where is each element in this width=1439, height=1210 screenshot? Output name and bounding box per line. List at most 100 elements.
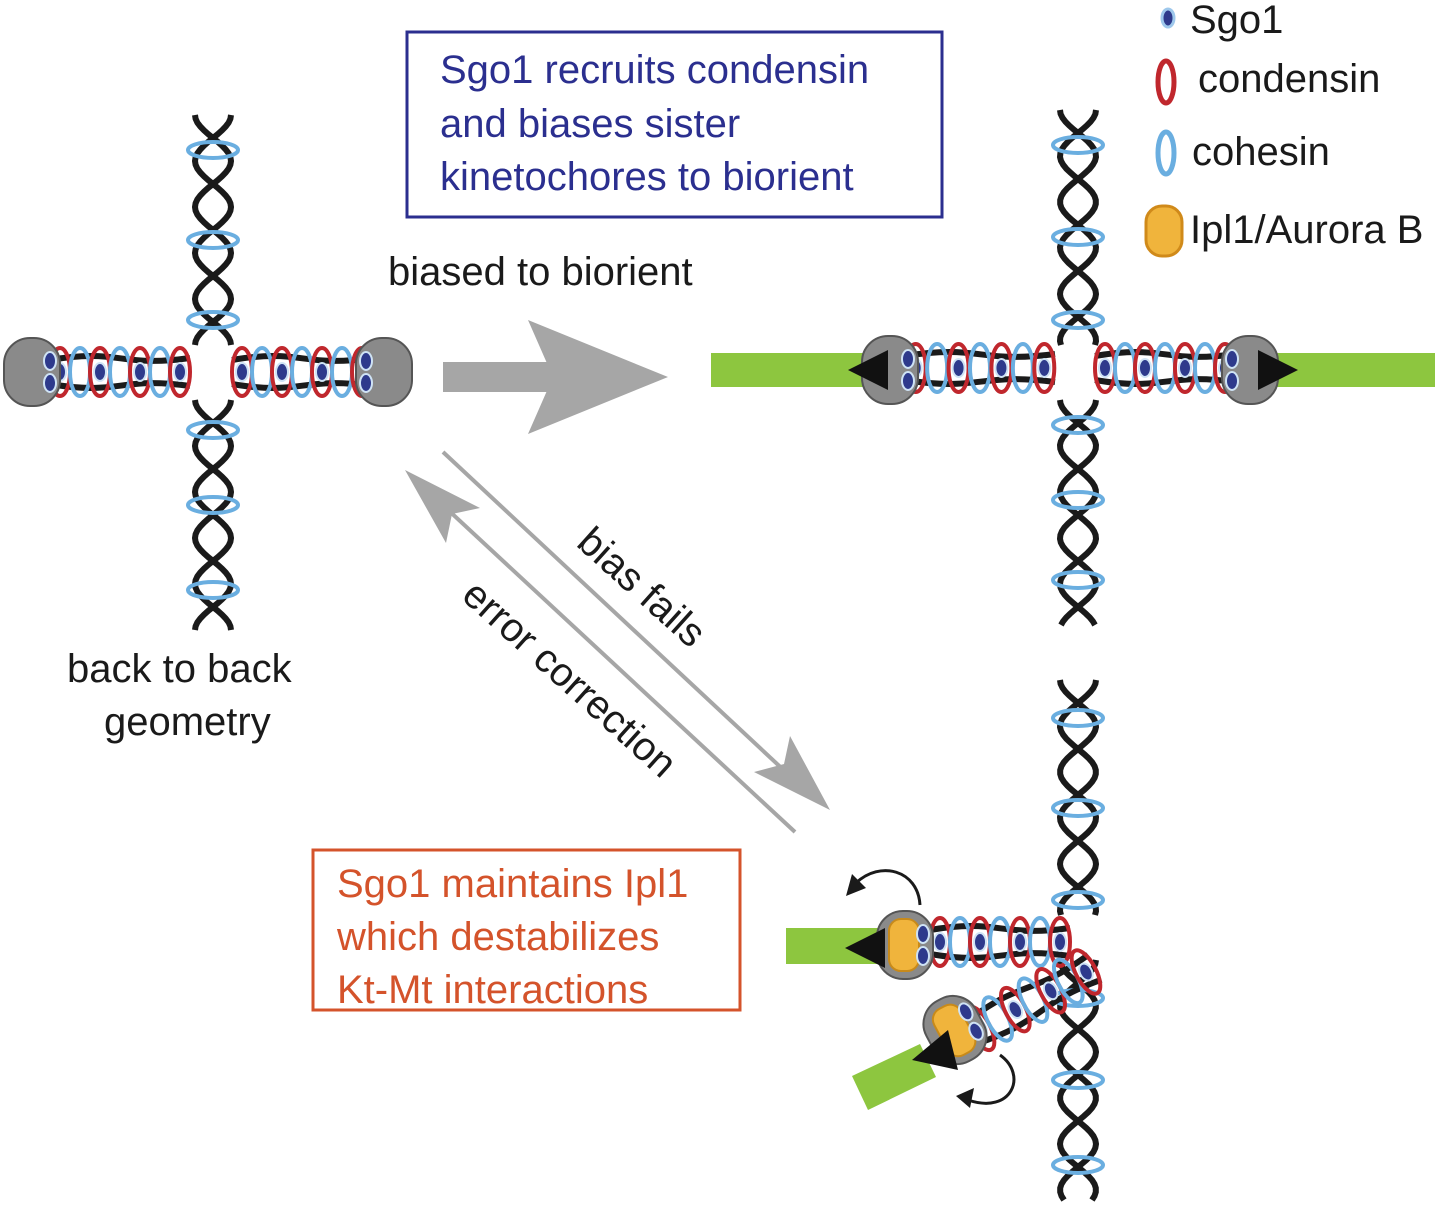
sgo1-dot (1225, 349, 1239, 369)
chromosome3-kt-triangle-upper (845, 928, 885, 968)
cohesin-ring (1051, 227, 1105, 247)
chromosome2-left-arm (903, 342, 1057, 394)
legend-sgo1-icon (1160, 7, 1176, 29)
cohesin-ring (186, 140, 240, 160)
sgo1-dot (235, 362, 249, 382)
sgo1-dot (973, 932, 987, 952)
error-correction-box-line2: which destabilizes (336, 915, 659, 959)
chromatid-strand (1056, 679, 1100, 916)
bias-fails-arrow (441, 450, 830, 810)
chromosome3-upper-arm (1056, 679, 1100, 916)
legend-ipl1-label: Ipl1/Aurora B (1190, 208, 1423, 252)
biased-arrow (443, 320, 668, 434)
sgo1-dot (173, 362, 187, 382)
cohesin-ring (186, 230, 240, 250)
sgo1-dot (901, 349, 915, 369)
biorient-box-line3: kinetochores to biorient (440, 155, 854, 199)
chromosomes (3, 109, 1298, 1202)
legend-sgo1-label: Sgo1 (1190, 0, 1283, 42)
sgo1-dot (43, 351, 57, 371)
chromosome3-kt-triangle-lower (912, 1030, 958, 1070)
sgo1-dot (133, 362, 147, 382)
chromosome3-upper-horizontal-arm (928, 916, 1072, 968)
sgo1-dot (916, 924, 930, 944)
sgo1-dot (1013, 932, 1027, 952)
sgo1-dot (968, 1021, 984, 1041)
sgo1-dot (1053, 932, 1067, 952)
legend-ipl1-icon (1144, 204, 1184, 258)
condensin-ring (168, 346, 192, 398)
cohesin-ring (1153, 342, 1177, 394)
cohesin-ring (968, 342, 992, 394)
error-correction-box-line3: Kt-Mt interactions (337, 968, 648, 1012)
legend-condensin-icon (1155, 58, 1177, 106)
sgo1-dot (1007, 1000, 1024, 1020)
kinetochore-body (355, 337, 413, 407)
biorient-box-line2: and biases sister (440, 102, 740, 146)
error-correction-box: Sgo1 maintains Ipl1 which destabilizes K… (311, 848, 742, 1012)
sgo1-dot (1078, 962, 1094, 982)
legend-cohesin-label: cohesin (1192, 130, 1330, 174)
cohesin-ring (1051, 1155, 1105, 1175)
cohesin-ring (186, 580, 240, 600)
biorient-box-line1: Sgo1 recruits condensin (440, 48, 869, 92)
sgo1-dot (1138, 358, 1152, 378)
sgo1-dot (43, 373, 57, 393)
cohesin-ring (1051, 890, 1105, 910)
sgo1-dot (359, 373, 373, 393)
error-correction-box-line1: Sgo1 maintains Ipl1 (337, 862, 688, 906)
chromosome1-kinetochore-right (355, 337, 413, 407)
cohesin-ring (1051, 490, 1105, 510)
error-correction-arrow (405, 470, 797, 834)
chromosome2-kt-triangle-left (848, 350, 888, 390)
cohesin-ring (1051, 708, 1105, 728)
geometry-label-line1: back to back (67, 647, 293, 691)
sgo1-dot (1037, 358, 1052, 378)
chromatid-strand (1056, 679, 1100, 916)
biased-label: biased to biorient (388, 250, 693, 294)
cohesin-ring (290, 346, 314, 398)
legend-condensin-label: condensin (1198, 57, 1380, 101)
sgo1-dot (275, 362, 289, 382)
legend-cohesin-icon (1155, 129, 1177, 177)
sgo1-dot (933, 932, 947, 952)
condensin-ring (1048, 916, 1072, 968)
kinetochore-body (3, 337, 61, 407)
sgo1-dot (1225, 371, 1239, 391)
sgo1-dot (93, 362, 107, 382)
cohesin-ring (1051, 310, 1105, 330)
chromosome3-kinetochore-upper (876, 910, 934, 980)
sgo1-dot (1042, 981, 1059, 1001)
chromatid-strand (1056, 959, 1099, 1202)
sgo1-dot (957, 1002, 974, 1022)
cohesin-ring (108, 346, 132, 398)
chromosome3-lower-diagonal-arm (963, 948, 1103, 1053)
chromosome2-kinetochore-left (861, 335, 919, 405)
legend: Sgo1 condensin cohesin Ipl1/Aurora B (1144, 0, 1423, 258)
error-correction-box-border (311, 848, 742, 1012)
sgo1-dot (359, 351, 373, 371)
condensin-ring (1032, 342, 1057, 394)
sgo1-dot (994, 358, 1009, 378)
ipl1-blob (888, 918, 920, 972)
rotation-arrow-upper (846, 869, 922, 906)
cohesin-ring (186, 310, 240, 330)
cohesin-ring (1010, 342, 1035, 394)
geometry-label-line2: geometry (104, 700, 271, 744)
cohesin-ring (988, 916, 1012, 968)
cohesin-ring (1051, 1070, 1105, 1090)
cohesin-ring (330, 346, 354, 398)
cohesin-ring (1051, 798, 1105, 818)
chromosome1-left-arm (48, 346, 192, 398)
sgo1-dot (315, 362, 329, 382)
cohesin-ring (148, 346, 172, 398)
chromosome2-right-arm (1093, 342, 1237, 394)
sgo1-dot (901, 371, 915, 391)
cohesin-ring (186, 420, 240, 440)
sgo1-dot (1098, 358, 1112, 378)
cohesin-ring (186, 495, 240, 515)
cohesin-ring (1028, 916, 1052, 968)
condensin-ring (1069, 948, 1103, 996)
cohesin-ring (1051, 570, 1105, 590)
